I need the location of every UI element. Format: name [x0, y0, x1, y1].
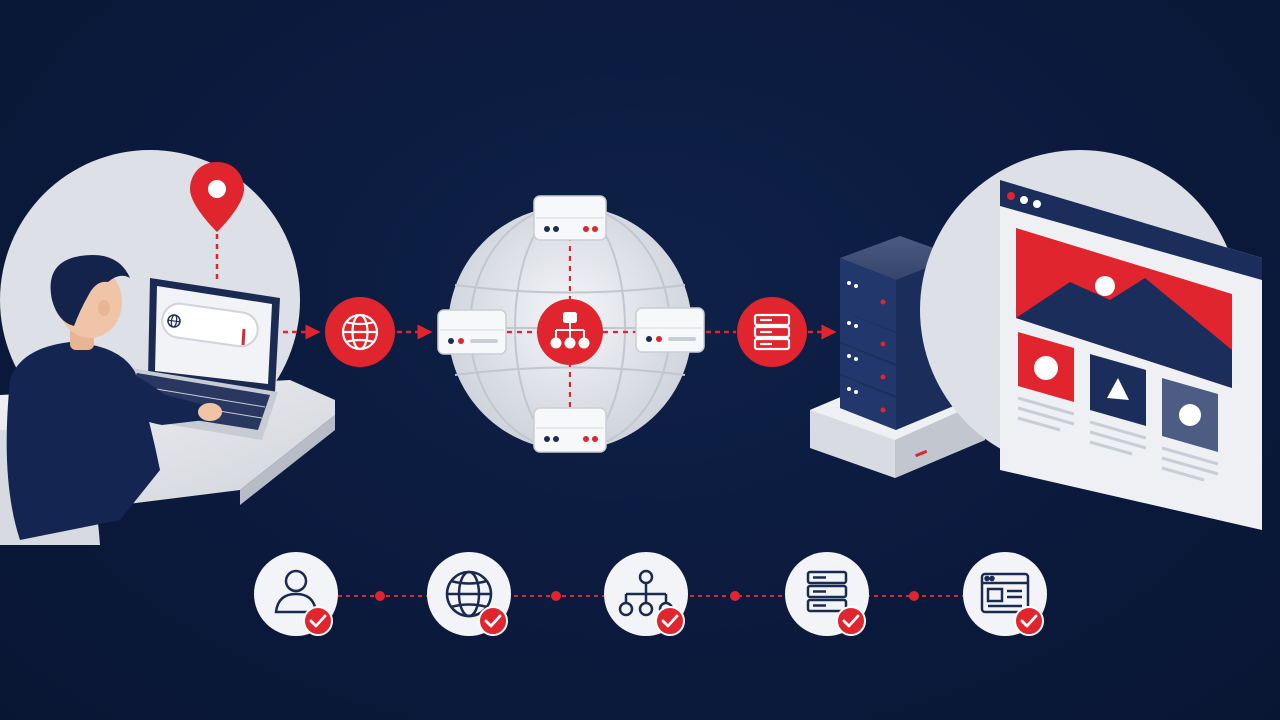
user-icon — [274, 569, 318, 614]
check-badge-icon — [1014, 606, 1044, 636]
dns-hierarchy-node — [537, 299, 603, 365]
check-badge-icon — [478, 606, 508, 636]
content-card-2 — [1089, 354, 1147, 456]
pipeline-step-internet — [427, 552, 511, 636]
server-lookup-node — [737, 297, 807, 367]
check-badge-icon — [303, 606, 333, 636]
server-stack-icon — [753, 313, 791, 351]
window-close-dot — [1007, 192, 1015, 200]
content-card-3 — [1161, 378, 1219, 482]
pipeline-step-user — [254, 552, 338, 636]
dns-server-right — [635, 307, 705, 353]
dns-server-bottom — [533, 407, 607, 453]
pipeline-step-server — [785, 552, 869, 636]
content-card-1 — [1017, 332, 1075, 432]
pipeline-step-website — [963, 552, 1047, 636]
dns-network-globe — [437, 195, 705, 453]
text-cursor — [241, 328, 246, 346]
globe-icon — [341, 313, 379, 351]
pipeline-dot — [730, 591, 740, 601]
pipeline — [254, 552, 1047, 636]
user-scene — [0, 150, 335, 545]
resolver-node — [325, 297, 395, 367]
dns-server-top — [533, 195, 607, 241]
pipeline-dot — [375, 591, 385, 601]
browser-window — [1000, 180, 1262, 530]
location-pin-icon — [190, 162, 244, 282]
person — [6, 254, 222, 540]
pipeline-dot — [551, 591, 561, 601]
hierarchy-icon — [550, 312, 590, 349]
check-badge-icon — [655, 606, 685, 636]
website-scene — [920, 150, 1262, 530]
check-badge-icon — [836, 606, 866, 636]
dns-server-left — [437, 309, 507, 355]
pipeline-step-dns — [604, 552, 688, 636]
globe-icon — [167, 314, 181, 328]
globe-icon — [445, 570, 493, 618]
hero-image-icon — [1016, 228, 1232, 388]
window-maximize-dot — [1033, 200, 1041, 208]
pipeline-dot — [909, 591, 919, 601]
server-stack-icon — [806, 570, 848, 613]
browser-address-bar[interactable] — [160, 301, 260, 348]
browser-window-icon — [980, 572, 1030, 614]
window-minimize-dot — [1020, 196, 1028, 204]
